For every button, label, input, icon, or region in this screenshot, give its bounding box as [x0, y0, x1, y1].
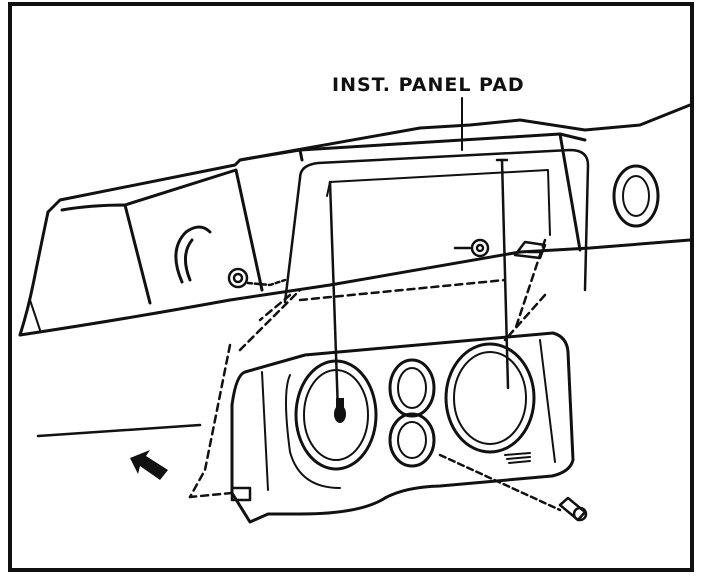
dashboard-body [18, 103, 692, 337]
panel-pad-outline [238, 148, 590, 352]
bottom-screw [438, 453, 588, 522]
cluster-bezel [188, 331, 575, 524]
screw-left [227, 267, 287, 289]
lower-left-clip [230, 486, 252, 502]
left-vent [174, 225, 212, 284]
gauge-mount-screw [334, 398, 346, 423]
bezel-hatch [504, 452, 531, 464]
gauge-right [444, 342, 536, 454]
inst-panel-pad-label: INST. PANEL PAD [332, 74, 525, 96]
screw-right [453, 238, 490, 258]
reference-line [36, 423, 202, 438]
gauge-center-lower [388, 412, 436, 468]
gauge-center-upper [388, 358, 436, 418]
alignment-rods [328, 158, 510, 414]
gauge-left [294, 359, 378, 471]
direction-arrow [130, 450, 168, 480]
clip-right [513, 240, 547, 260]
figure-frame [8, 2, 694, 572]
right-vent [612, 164, 660, 228]
